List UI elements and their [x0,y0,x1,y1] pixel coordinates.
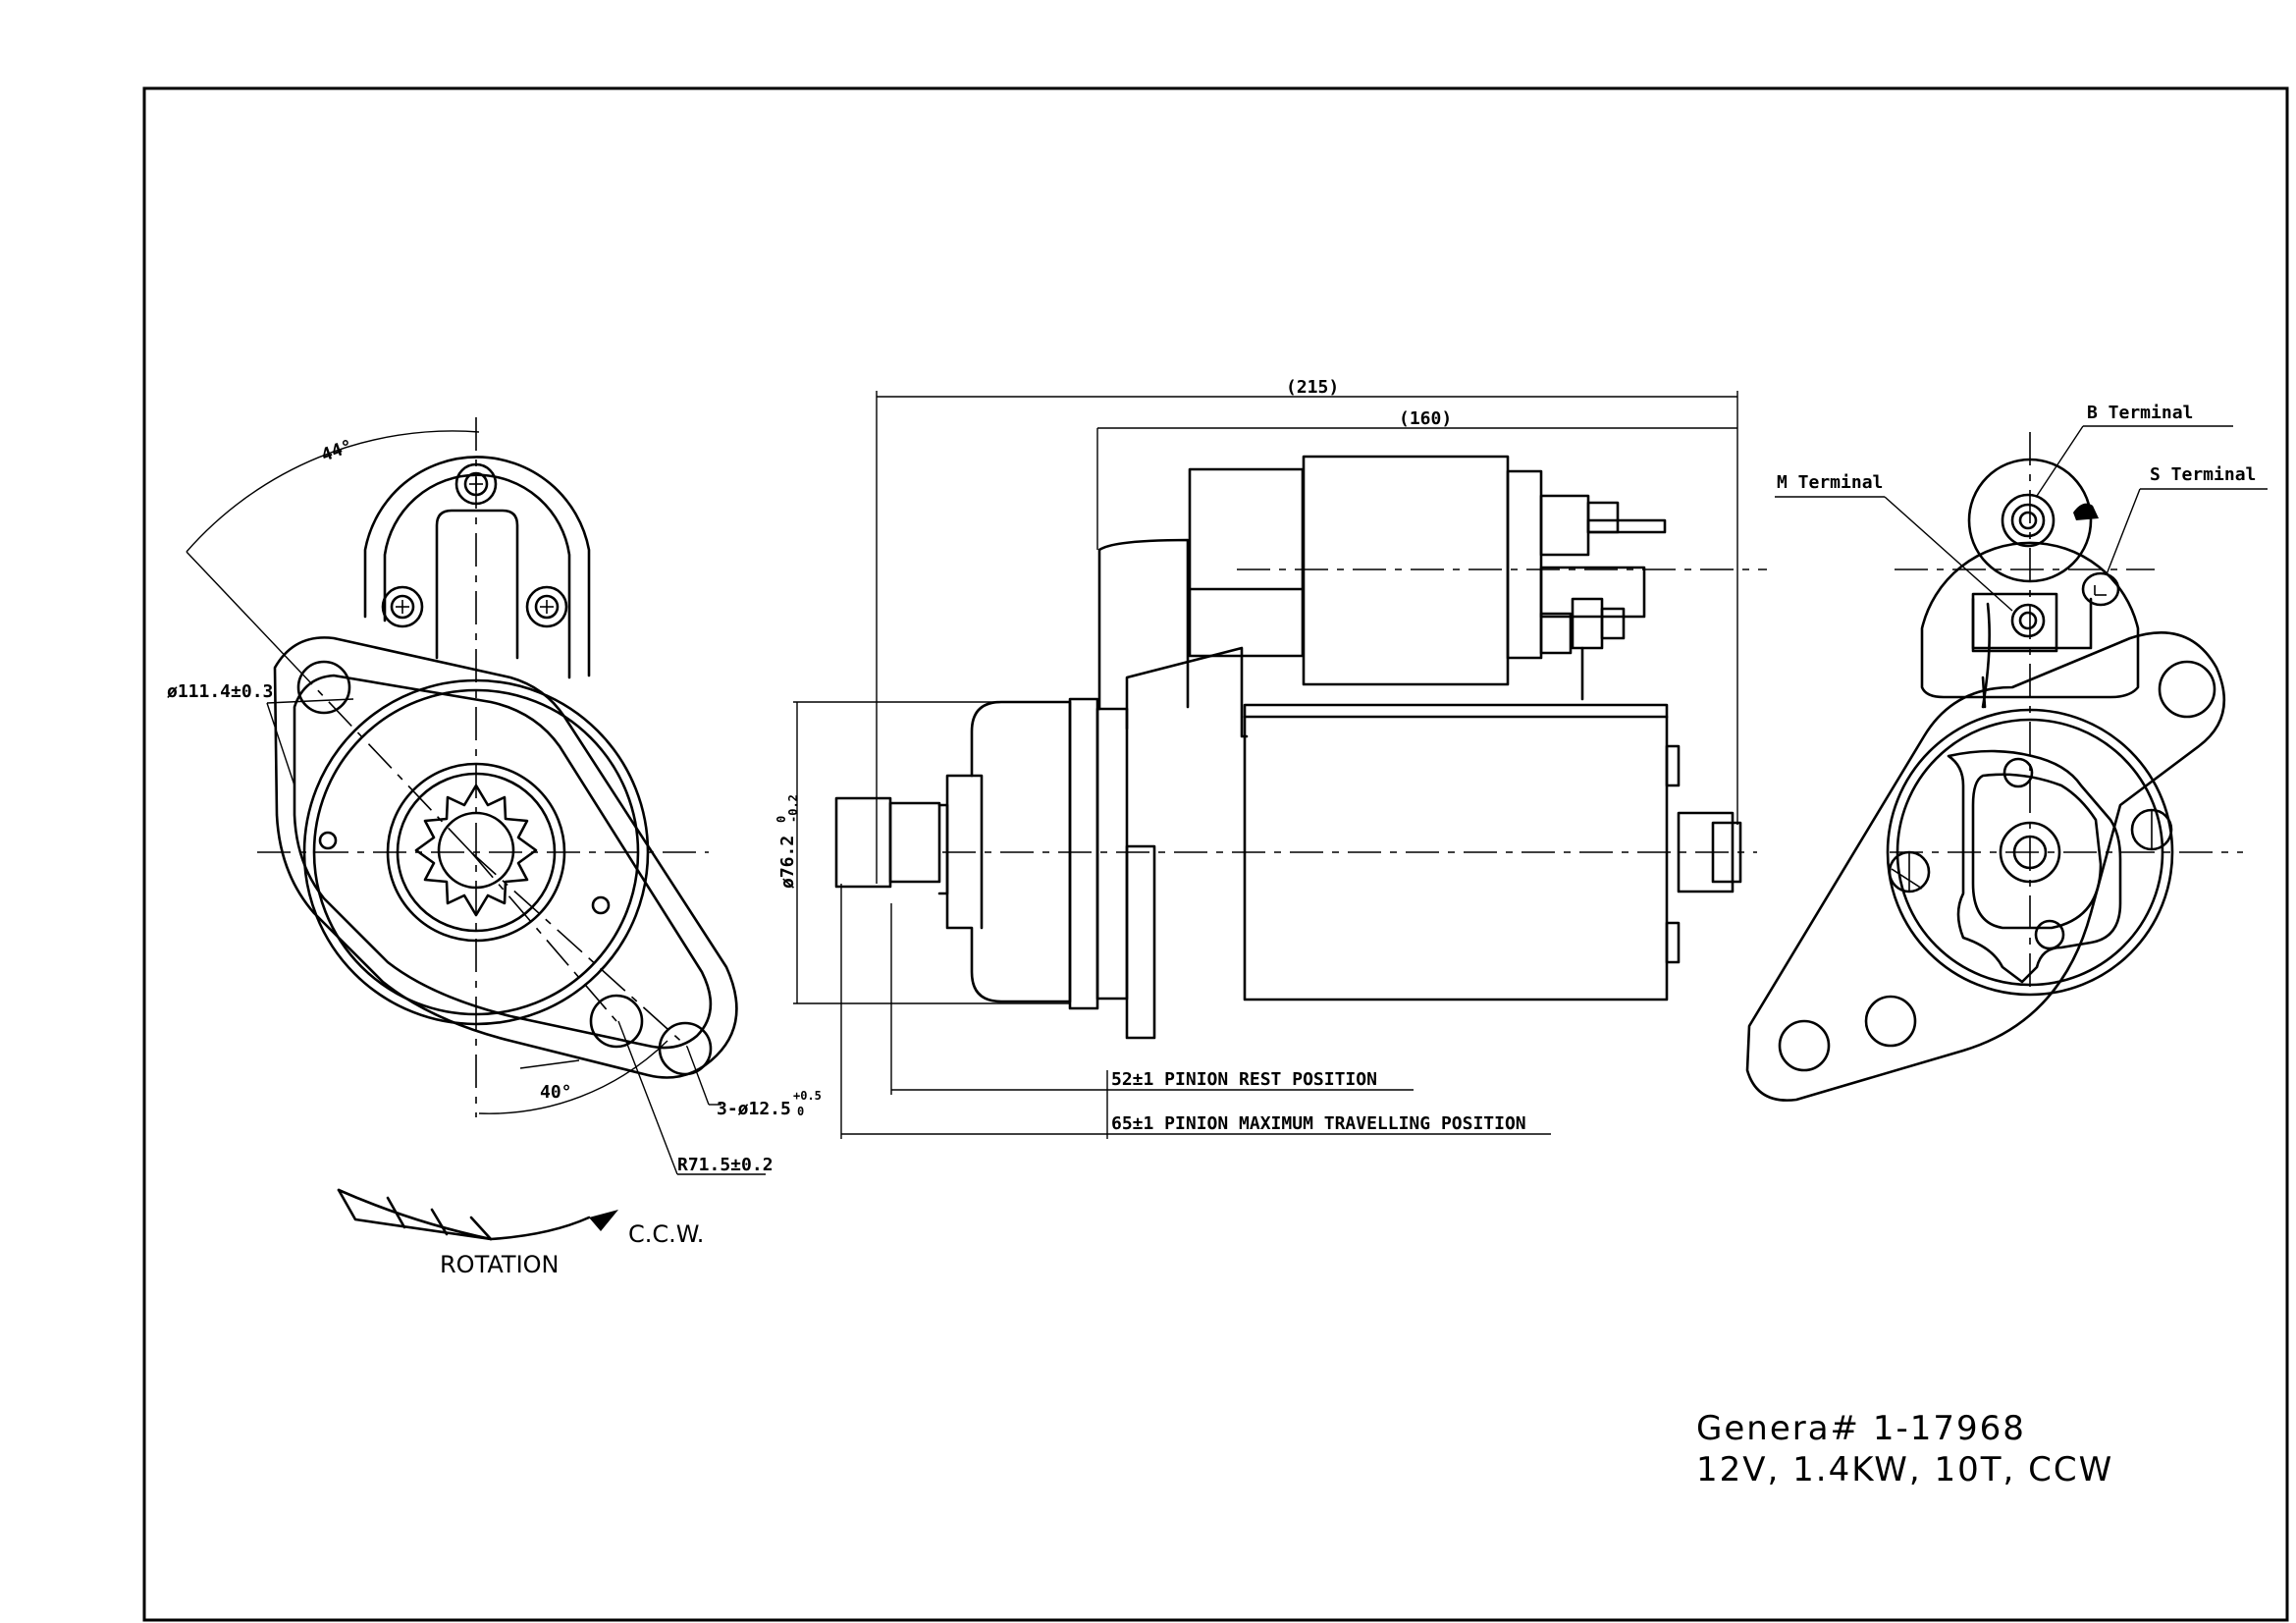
diameter-bolt-circle-label: ø111.4±0.3 [167,681,273,702]
pinion-gear [414,784,538,917]
screw-right [525,585,568,628]
s-terminal-stud [2081,571,2120,607]
drawing-border [142,86,2289,1622]
holes-label: 3-ø12.5 [717,1099,791,1119]
b-terminal-label: B Terminal [2087,403,2193,423]
mount-hole-upper [296,660,351,715]
b-terminal-stud [2001,493,2056,548]
holes-tol-lower: 0 [797,1105,804,1118]
part-spec: 12V, 1.4KW, 10T, CCW [1696,1450,2113,1489]
pilot-diameter-label: ø76.2 [777,836,798,889]
side-view: (215) (160) ø76.2 0 -0.2 52±1 PINION RES… [774,377,1767,1139]
title-block: Genera# 1-17968 12V, 1.4KW, 10T, CCW [1696,1409,2113,1489]
screw-top [454,462,498,506]
pilot-tol-upper: 0 [774,816,788,823]
angle-40-label: 40° [540,1082,572,1103]
m-terminal-label: M Terminal [1777,472,1883,493]
radius-label: R71.5±0.2 [677,1155,774,1175]
length-overall-label: (215) [1286,377,1339,398]
pilot-tol-lower: -0.2 [786,794,800,823]
screw-left [381,585,424,628]
pinion-travel-label: 65±1 PINION MAXIMUM TRAVELLING POSITION [1111,1113,1526,1134]
rotation-label: ROTATION [440,1251,560,1278]
holes-tol-upper: +0.5 [793,1089,822,1103]
m-terminal-stud [2010,603,2046,638]
mount-hole-lower-1 [589,994,644,1049]
part-number: Genera# 1-17968 [1696,1409,2026,1448]
angle-44-label: 44° [319,436,356,466]
length-body-label: (160) [1399,408,1452,429]
rear-view: B Terminal M Terminal S Terminal [1745,403,2268,1102]
pinion-rest-label: 52±1 PINION REST POSITION [1111,1069,1377,1090]
rotation-direction-label: C.C.W. [628,1220,704,1248]
s-terminal-label: S Terminal [2150,464,2256,485]
front-view: 44° ø111.4±0.3 40° 3-ø12.5 +0.5 0 R71.5±… [167,417,822,1278]
